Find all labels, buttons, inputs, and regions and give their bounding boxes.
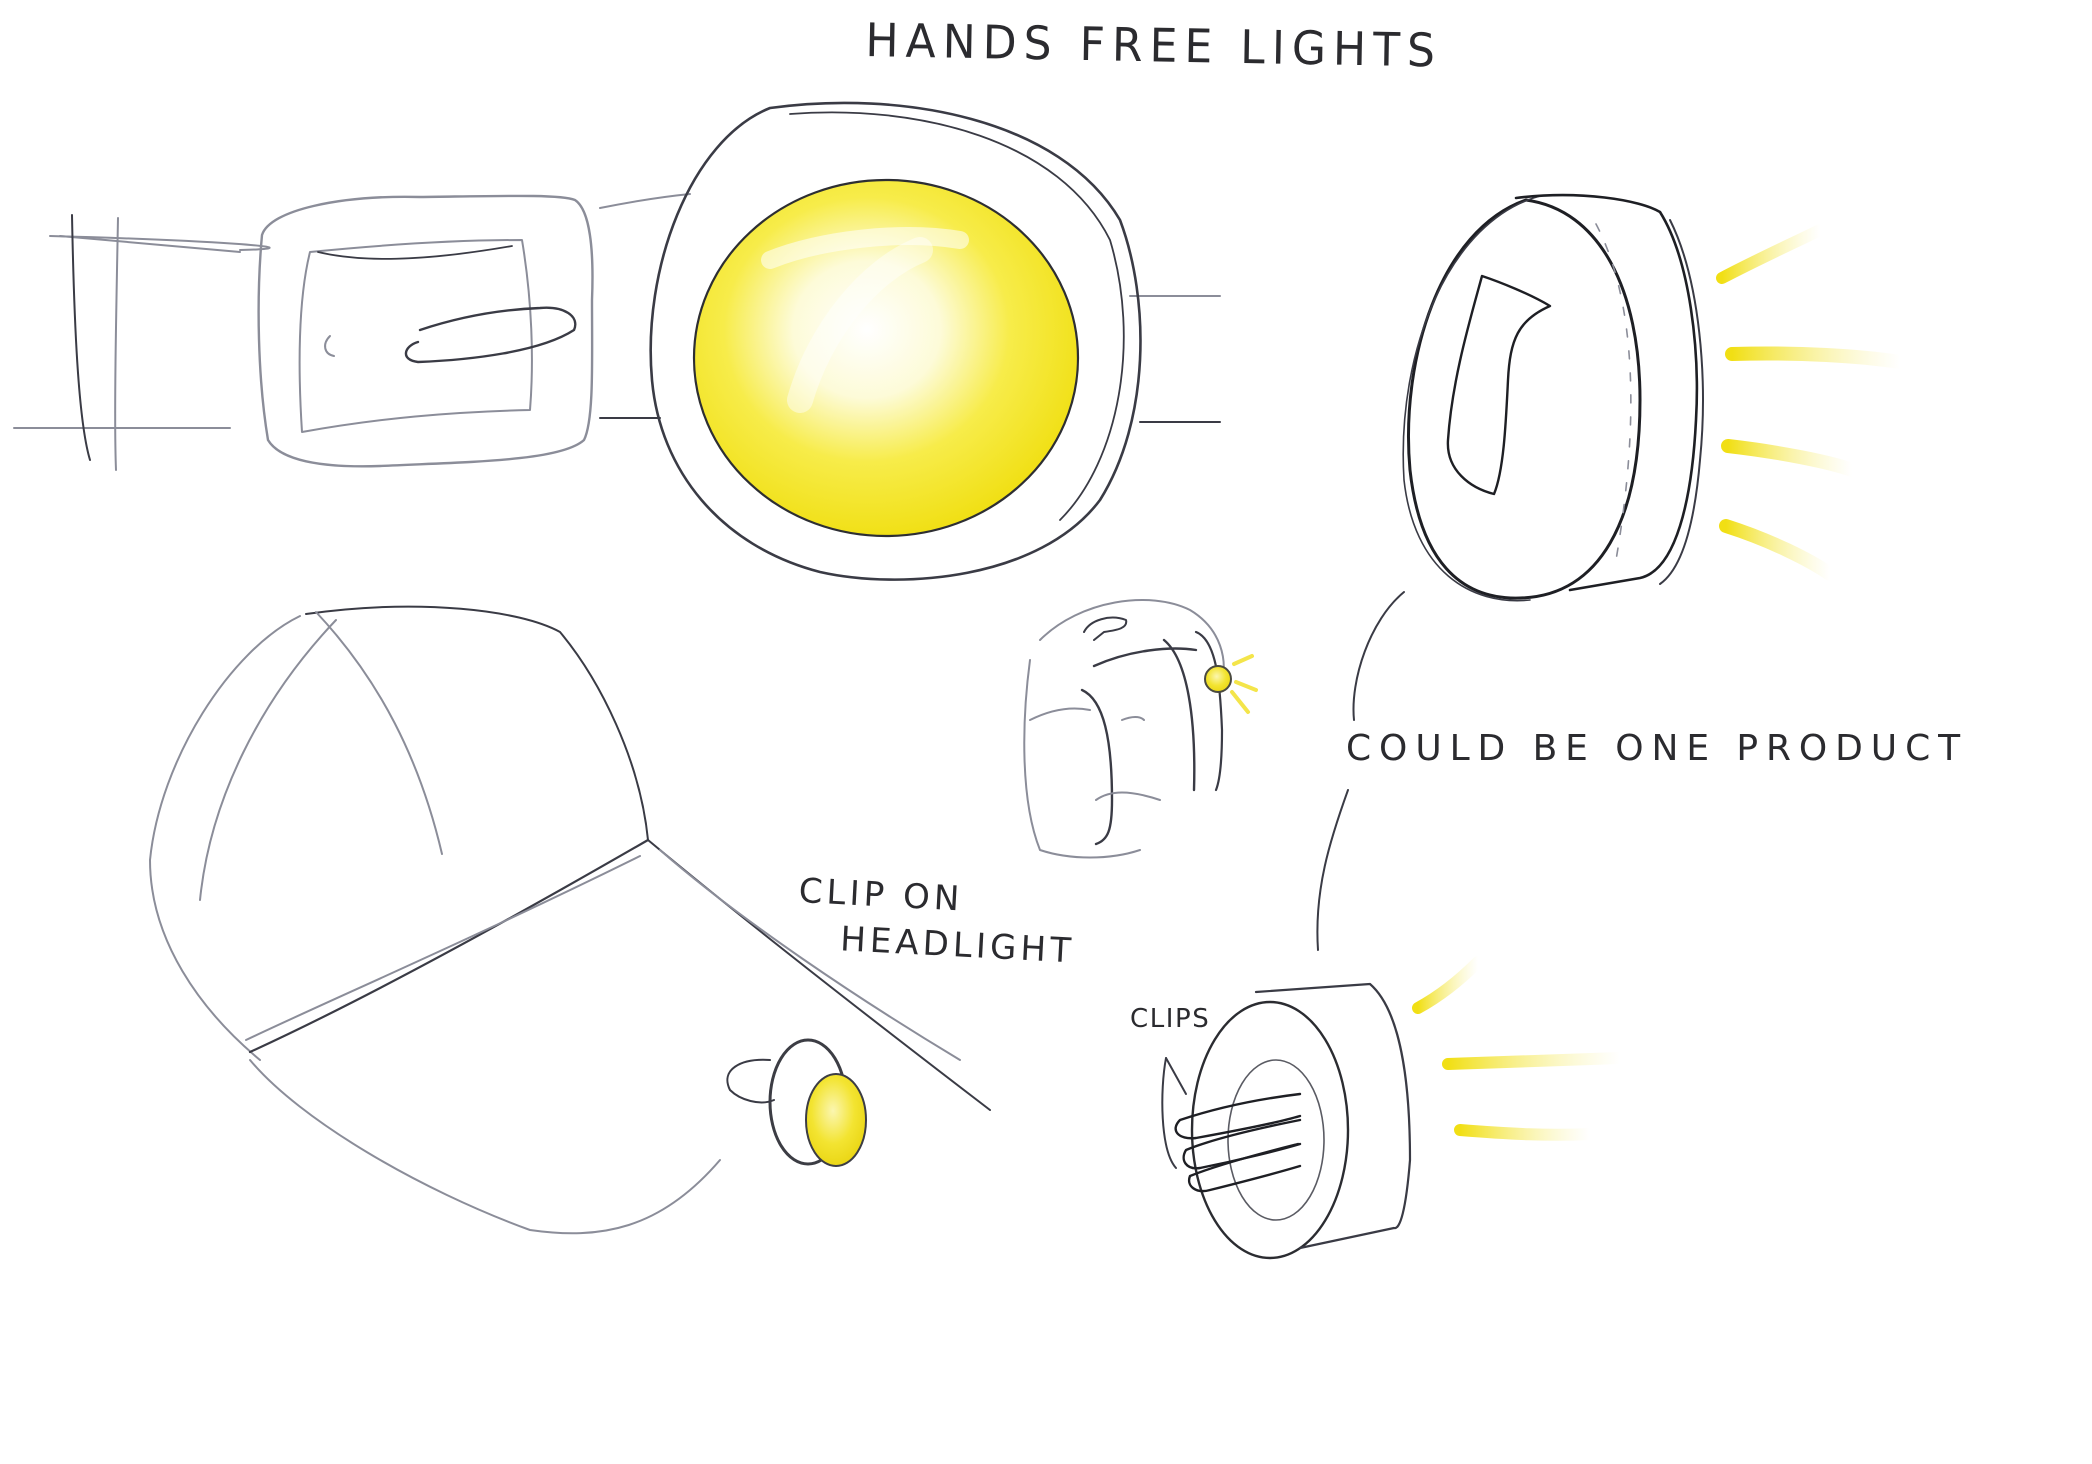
belt-light-sketch bbox=[13, 101, 1221, 581]
cap-headlight-sketch bbox=[149, 605, 991, 1235]
sheet-title: HANDS FREE LIGHTS bbox=[865, 14, 1443, 79]
grouping-bracket bbox=[1316, 591, 1405, 951]
puck-light-front-sketch bbox=[1402, 193, 1907, 602]
backpack-sketch bbox=[1023, 599, 1258, 859]
puck-light-clips-sketch bbox=[1161, 956, 1626, 1260]
annotation-clip-on-headlight: CLIP ON HEADLIGHT bbox=[795, 868, 1078, 974]
annotation-one-product: COULD BE ONE PRODUCT bbox=[1346, 728, 1969, 769]
annotation-clips: CLIPS bbox=[1130, 1004, 1211, 1034]
